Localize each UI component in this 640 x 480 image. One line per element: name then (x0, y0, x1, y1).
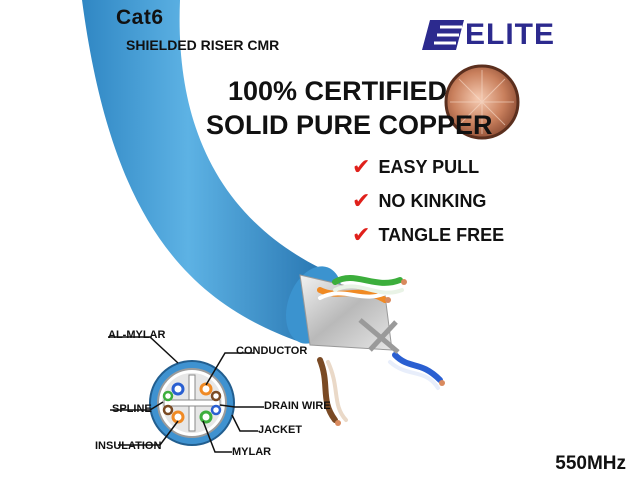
copper-tips (335, 279, 445, 426)
feature-item: ✔ TANGLE FREE (352, 218, 504, 252)
feature-list: ✔ EASY PULL ✔ NO KINKING ✔ TANGLE FREE (352, 150, 504, 252)
label-insulation: INSULATION (95, 440, 162, 452)
check-icon: ✔ (352, 188, 371, 213)
product-title: Cat6 (116, 6, 164, 29)
twisted-pairs (317, 275, 443, 423)
cable-cross-section-diagram (149, 360, 235, 446)
feature-label: TANGLE FREE (378, 224, 505, 245)
frequency-label: 550MHz (555, 453, 626, 474)
brand-logo-text: ELITE (465, 18, 556, 51)
label-drain-wire: DRAIN WIRE (264, 400, 331, 412)
feature-item: ✔ EASY PULL (352, 150, 504, 184)
product-subtitle: SHIELDED RISER CMR (126, 37, 280, 53)
brand-logo: ELITE (465, 18, 555, 52)
label-spline: SPLINE (112, 403, 152, 415)
headline-line1: 100% CERTIFIED (228, 76, 448, 106)
cable-jacket (80, 0, 320, 342)
feature-item: ✔ NO KINKING (352, 184, 504, 218)
label-jacket: JACKET (258, 424, 303, 436)
label-conductor: CONDUCTOR (236, 345, 308, 357)
check-icon: ✔ (352, 154, 371, 179)
logo-mark (422, 20, 464, 50)
feature-label: NO KINKING (378, 190, 487, 211)
label-al-mylar: AL-MYLAR (108, 329, 166, 341)
spline-cross (358, 318, 400, 354)
callout-lines (108, 336, 264, 453)
label-mylar: MYLAR (232, 446, 272, 458)
feature-label: EASY PULL (378, 156, 480, 177)
headline-line2: SOLID PURE COPPER (206, 110, 493, 140)
check-icon: ✔ (352, 222, 371, 247)
